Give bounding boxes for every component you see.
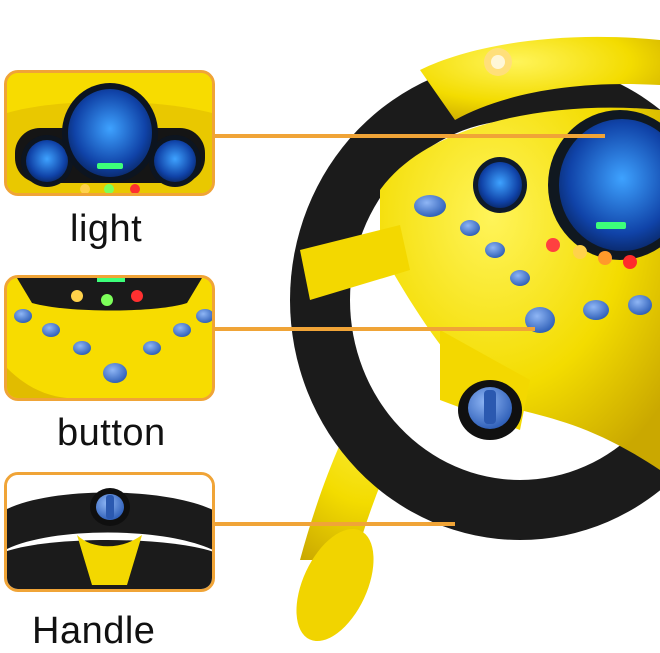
light-red-icon: [546, 238, 560, 252]
button-connector: [215, 327, 535, 331]
stand-base: [296, 528, 374, 642]
handle-label: Handle: [32, 610, 156, 652]
left-spoke: [300, 225, 410, 300]
fuel-gauge-dial: [478, 162, 522, 208]
light-detail-panel: [4, 70, 215, 196]
wheel-top-yellow: [420, 36, 660, 120]
button-2-icon: [485, 242, 505, 258]
main-speedometer-icon: [68, 89, 152, 177]
button-label: button: [57, 412, 166, 454]
button-4-icon: [525, 307, 555, 333]
button-5-icon: [583, 300, 609, 320]
light-yellow-icon: [573, 245, 587, 259]
center-button-icon: [103, 363, 127, 383]
speedometer-display: [596, 222, 626, 229]
light-red2-icon: [623, 255, 637, 269]
light-connector: [215, 134, 605, 138]
button-6-icon: [628, 295, 652, 315]
speedometer-dial: [559, 119, 660, 251]
left-small-gauge-icon: [26, 140, 68, 182]
button-1-icon: [460, 220, 480, 236]
button-3-icon: [510, 270, 530, 286]
handle-connector: [215, 522, 455, 526]
light-orange-icon: [598, 251, 612, 265]
handle-detail-panel: [4, 472, 215, 592]
light-label: light: [70, 208, 143, 250]
horn-button-icon: [414, 195, 446, 217]
right-small-gauge-icon: [154, 140, 196, 182]
button-detail-panel: [4, 275, 215, 401]
